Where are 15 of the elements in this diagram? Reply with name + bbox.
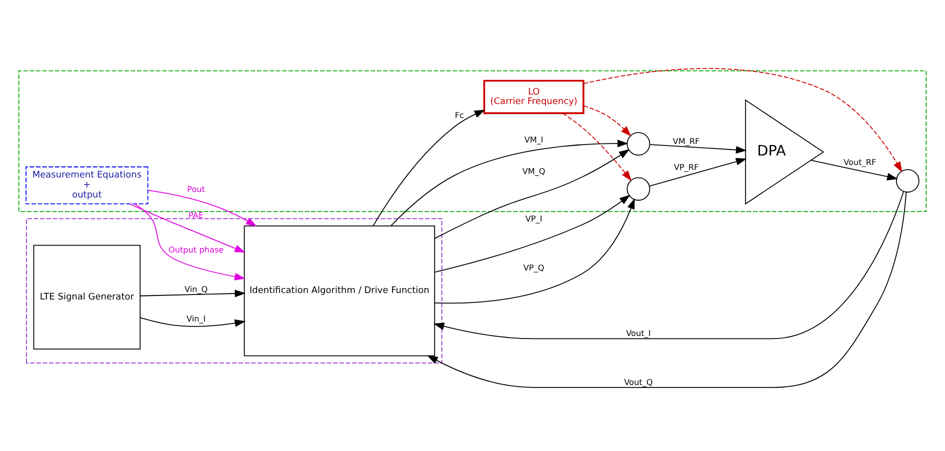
edge-label: PAE — [188, 210, 204, 220]
edge-label: Vout_I — [626, 328, 651, 338]
edge-label: VM_Q — [522, 166, 546, 176]
edge-label: VM_I — [524, 134, 544, 144]
edge-label: Fc — [454, 110, 464, 120]
edge-label: VP_I — [525, 214, 542, 224]
edge-label: Vin_I — [186, 314, 206, 324]
edge-label: Vout_Q — [624, 376, 653, 387]
edge-label: Output phase — [168, 244, 224, 254]
edge-label: Vout_RF — [844, 156, 876, 167]
edge-label: VP_RF — [674, 162, 699, 172]
edge-label: VP_Q — [523, 262, 544, 272]
edge-label: Vin_Q — [184, 284, 208, 294]
edge-label: VM_RF — [672, 136, 700, 146]
edge-label: Pout — [187, 184, 206, 194]
